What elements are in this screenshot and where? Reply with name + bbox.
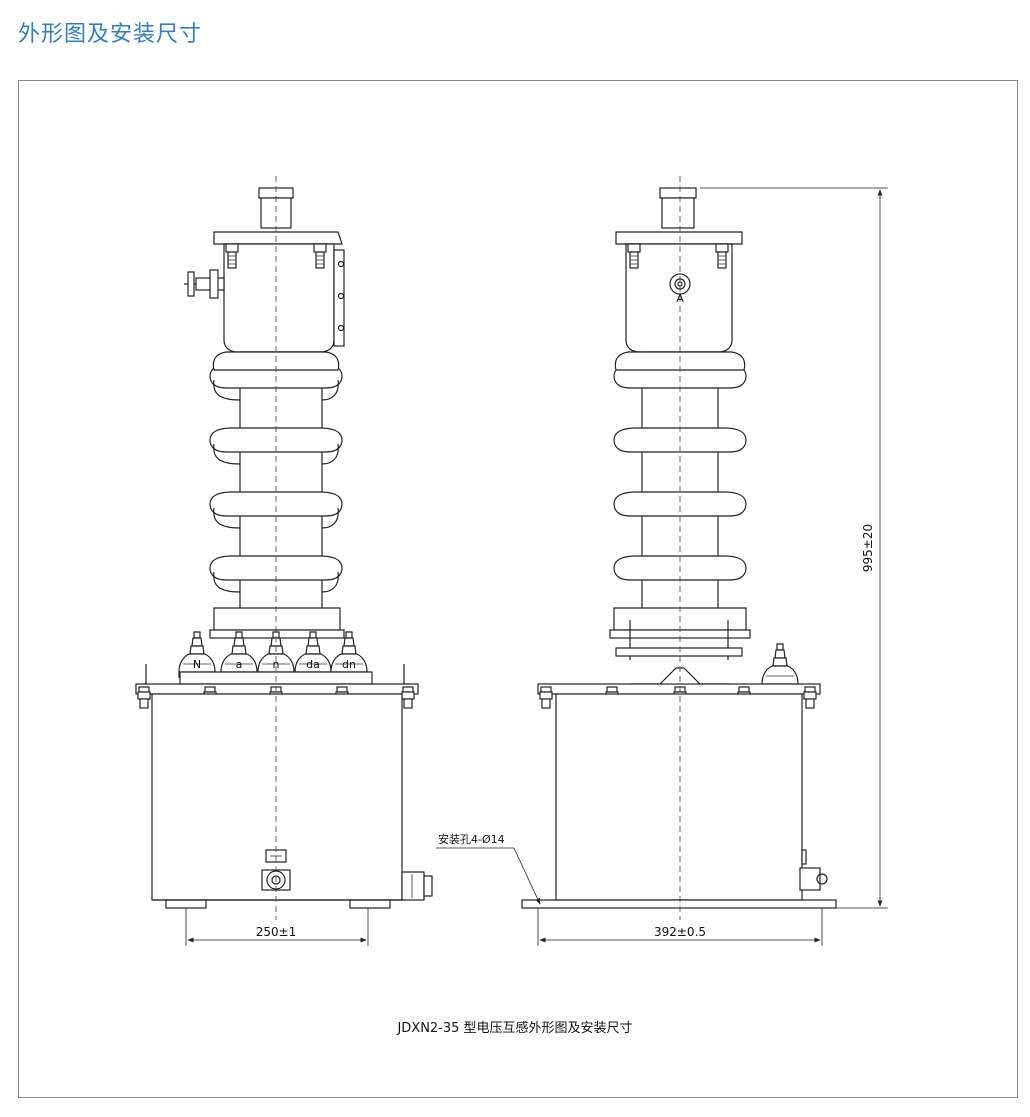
side-view xyxy=(521,176,837,920)
dimension-250: 250±1 xyxy=(256,925,297,939)
terminal-label-a: a xyxy=(236,658,243,671)
front-view xyxy=(135,176,433,920)
drawing-frame xyxy=(18,80,1018,1098)
mount-hole-note: 安装孔4-Ø14 xyxy=(438,832,505,846)
terminal-label-da: da xyxy=(306,658,320,671)
terminal-label-n: n xyxy=(273,658,280,671)
drawing-caption: JDXN2-35 型电压互感外形图及安装尺寸 xyxy=(396,1020,632,1036)
dimension-392: 392±0.5 xyxy=(654,925,706,939)
dimension-995: 995±20 xyxy=(861,524,875,572)
terminal-label-dn: dn xyxy=(342,658,356,671)
marker-A: A xyxy=(676,292,684,305)
height-dimension xyxy=(700,187,888,909)
side-width-dimension xyxy=(537,908,823,946)
mount-hole-leader xyxy=(436,847,541,905)
front-width-dimension xyxy=(185,908,369,946)
page-title: 外形图及安装尺寸 xyxy=(18,22,203,47)
terminal-label-N: N xyxy=(193,658,201,671)
